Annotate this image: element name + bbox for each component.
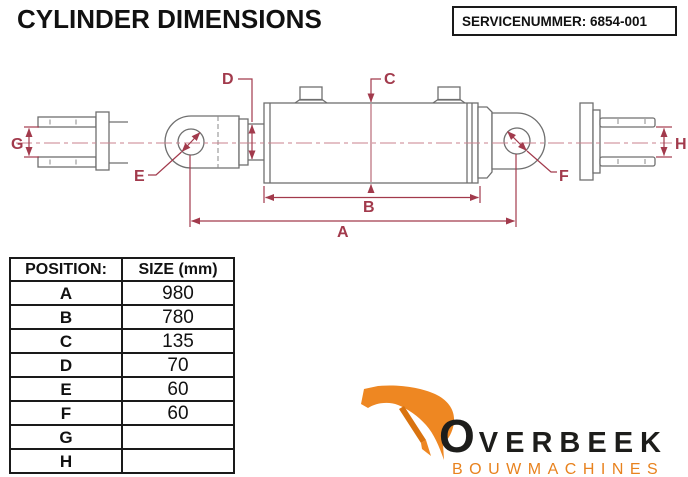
dimension-E: E bbox=[134, 132, 201, 185]
table-cell-position: B bbox=[9, 304, 123, 330]
left-clevis-end bbox=[37, 111, 128, 171]
table-cell-size bbox=[121, 424, 235, 450]
hydraulic-port-left bbox=[294, 86, 328, 104]
dimension-A: A bbox=[189, 154, 517, 241]
dimensions-table: POSITION: SIZE (mm) A 980 B 780 C 135 D … bbox=[9, 257, 235, 474]
dim-label-D: D bbox=[222, 71, 234, 88]
table-cell-position: E bbox=[9, 376, 123, 402]
col-header-position: POSITION: bbox=[9, 257, 123, 282]
dimension-H: H bbox=[656, 126, 687, 158]
logo-subtitle: BOUWMACHINES bbox=[452, 461, 665, 477]
table-cell-size bbox=[121, 448, 235, 474]
dim-label-H: H bbox=[675, 136, 687, 153]
right-clevis-end bbox=[579, 102, 656, 181]
excavator-arm-icon bbox=[361, 385, 455, 460]
table-cell-size: 780 bbox=[121, 304, 235, 330]
table-row: G bbox=[9, 424, 235, 450]
table-header-row: POSITION: SIZE (mm) bbox=[9, 257, 235, 282]
table-row: E 60 bbox=[9, 376, 235, 402]
table-cell-size: 980 bbox=[121, 280, 235, 306]
dimension-G: G bbox=[11, 126, 39, 158]
dimension-F: F bbox=[507, 131, 569, 185]
table-cell-position: G bbox=[9, 424, 123, 450]
rod-eye-end bbox=[164, 115, 264, 169]
table-row: B 780 bbox=[9, 304, 235, 330]
hydraulic-port-right bbox=[432, 86, 466, 104]
dim-label-B: B bbox=[363, 199, 375, 216]
col-header-size: SIZE (mm) bbox=[121, 257, 235, 282]
dimension-B: B bbox=[263, 186, 481, 216]
table-cell-size: 60 bbox=[121, 400, 235, 426]
dim-label-C: C bbox=[384, 71, 396, 88]
page-title: CYLINDER DIMENSIONS bbox=[17, 4, 322, 34]
table-cell-size: 70 bbox=[121, 352, 235, 378]
logo-brand-name: OVERBEEK bbox=[439, 413, 688, 465]
table-cell-position: C bbox=[9, 328, 123, 354]
table-cell-size: 135 bbox=[121, 328, 235, 354]
table-cell-size: 60 bbox=[121, 376, 235, 402]
table-cell-position: H bbox=[9, 448, 123, 474]
table-row: H bbox=[9, 448, 235, 474]
table-row: D 70 bbox=[9, 352, 235, 378]
table-row: F 60 bbox=[9, 400, 235, 426]
service-number-text: SERVICENUMMER: 6854-001 bbox=[462, 13, 648, 29]
table-cell-position: A bbox=[9, 280, 123, 306]
logo-brand-initial: O bbox=[439, 410, 479, 462]
dim-label-E: E bbox=[134, 168, 145, 185]
dim-label-G: G bbox=[11, 136, 23, 153]
dimension-D: D bbox=[222, 71, 256, 160]
service-number-box: SERVICENUMMER: 6854-001 bbox=[452, 6, 677, 36]
logo-brand-rest: VERBEEK bbox=[478, 427, 668, 459]
dim-label-A: A bbox=[337, 224, 349, 241]
table-row: A 980 bbox=[9, 280, 235, 306]
overbeek-logo: OVERBEEK BOUWMACHINES bbox=[439, 413, 688, 477]
table-cell-position: D bbox=[9, 352, 123, 378]
dimension-C: C bbox=[367, 71, 396, 193]
table-cell-position: F bbox=[9, 400, 123, 426]
table-row: C 135 bbox=[9, 328, 235, 354]
dim-label-F: F bbox=[559, 168, 569, 185]
